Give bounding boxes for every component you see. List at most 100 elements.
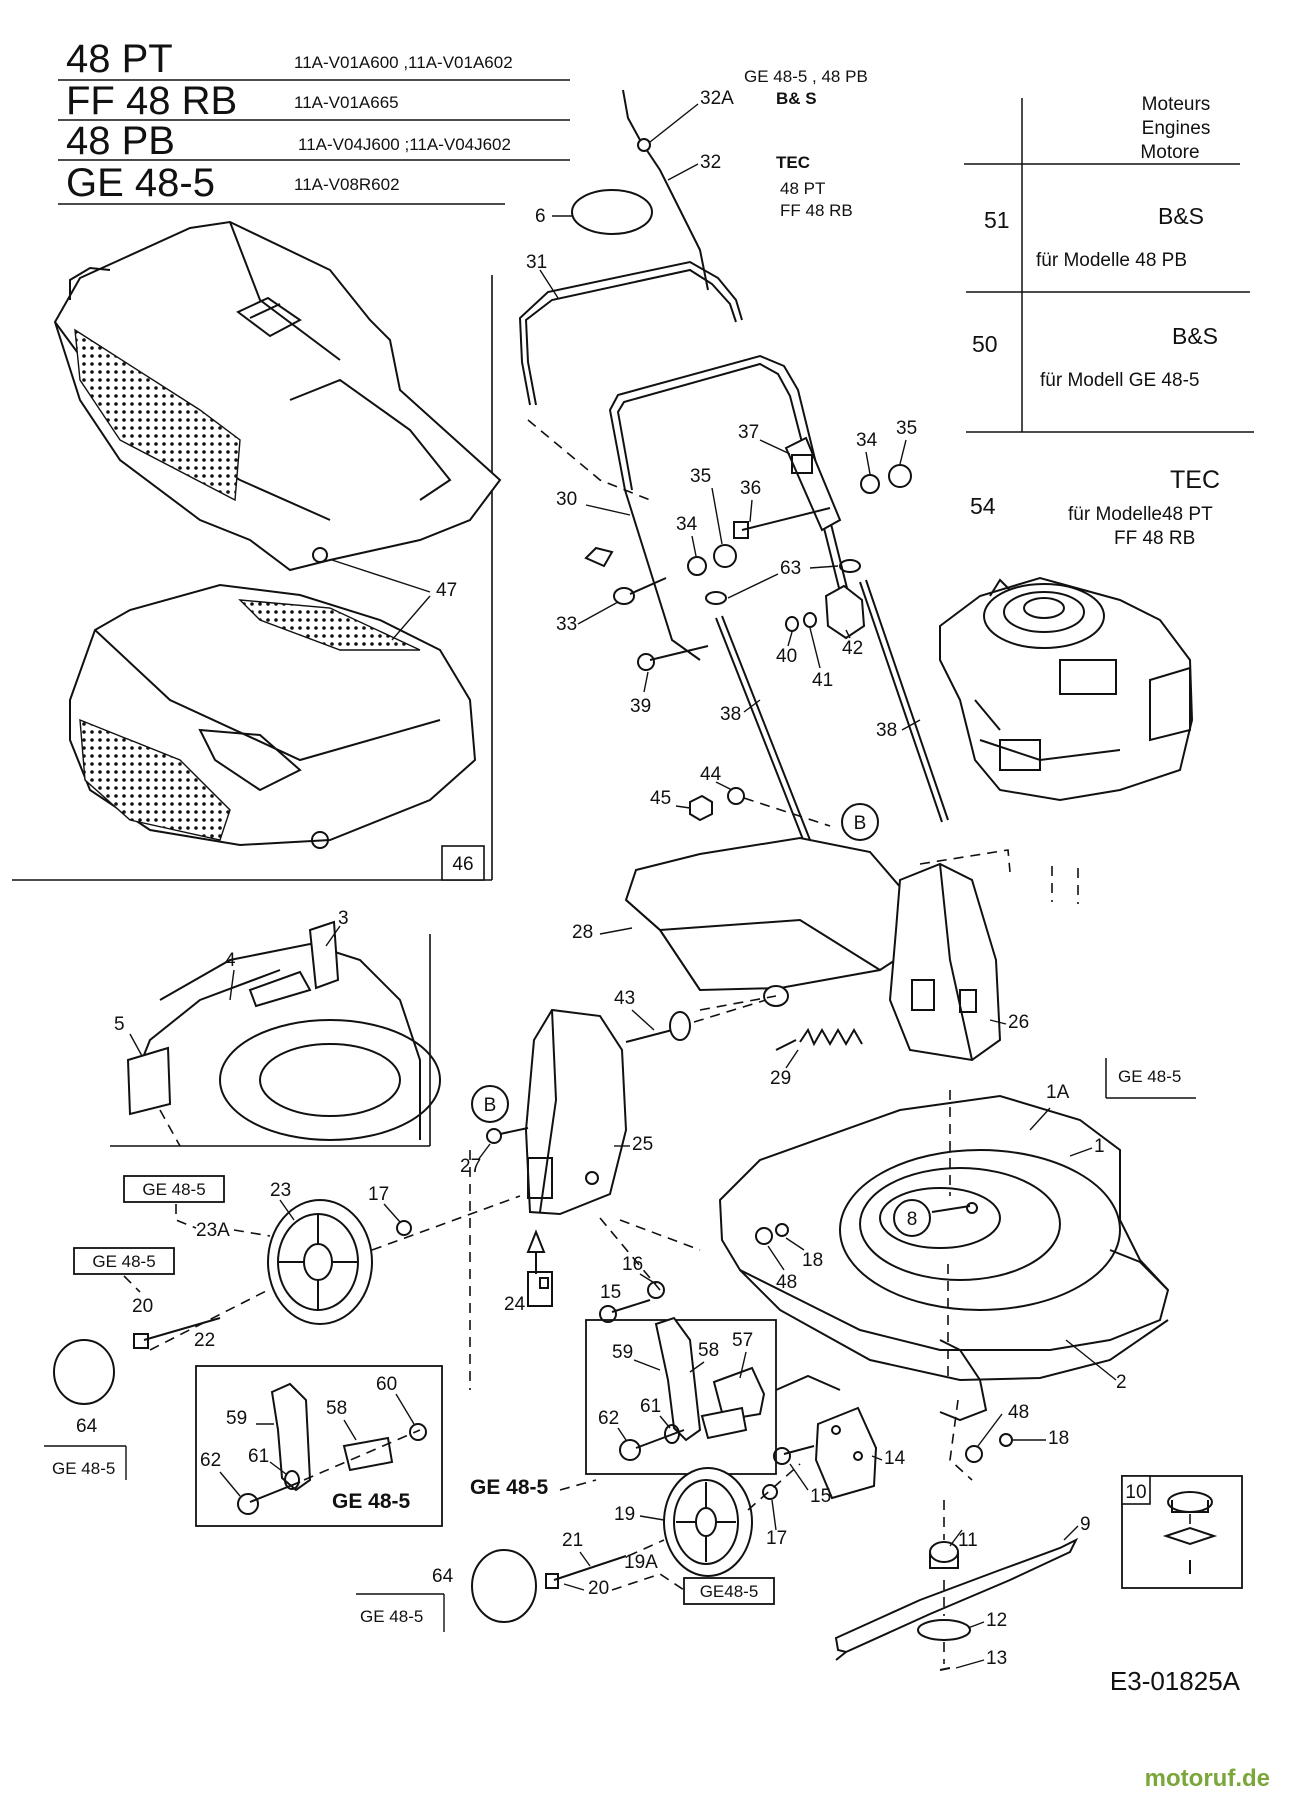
callout-41: 41 [812,670,833,691]
cable-notes: GE 48-5 , 48 PB B& S TEC 48 PT FF 48 RB [744,67,868,220]
callout-13: 13 [986,1648,1007,1669]
tag-ge-64-left: GE 48-5 [52,1459,115,1478]
callout-27: 27 [460,1156,481,1177]
callout-46: 46 [452,854,473,875]
front-wheel: 19 17 21 20 19A GE48-5 64 GE 48-5 [356,1463,801,1632]
callout-20-left: 20 [132,1296,153,1317]
callout-5: 5 [114,1014,125,1035]
callout-61-left: 61 [248,1446,269,1467]
engines-heading-en: Engines [1142,118,1211,139]
engine-row-50-num: 50 [972,331,998,357]
callout-1: 1 [1094,1136,1105,1157]
callout-60: 60 [376,1374,397,1395]
adapter-box-10: 10 [1121,1475,1243,1589]
callout-15-upper: 15 [600,1282,621,1303]
callout-35-right: 35 [896,418,917,439]
callout-48-upper: 48 [776,1272,797,1293]
callout-14: 14 [884,1448,906,1469]
tec-model-1: 48 PT [780,179,825,198]
codes-48pb: 11A-V04J600 ;11A-V04J602 [298,135,511,154]
callout-37: 37 [738,422,759,443]
model-ff48rb: FF 48 RB [66,79,237,123]
engine-row-51-note: für Modelle 48 PB [1036,250,1187,271]
callout-11: 11 [958,1530,978,1551]
callout-62-mid: 62 [598,1408,619,1429]
ge-kit-middle: 59 58 57 61 62 GE 48-5 [470,1316,841,1499]
callout-15-lower: 15 [810,1486,831,1507]
callout-23: 23 [270,1180,291,1201]
engine-row-54-note-2: FF 48 RB [1114,528,1195,549]
model-48pt: 48 PT [66,37,173,81]
callout-57: 57 [732,1330,753,1351]
bag-top-mesh [74,328,241,502]
callout-2: 2 [1116,1372,1127,1393]
callout-4: 4 [225,950,236,971]
engines-heading-it: Motore [1140,142,1199,163]
callout-30: 30 [556,489,577,510]
handle-assembly: 32A 32 6 31 30 37 34 35 [518,88,949,843]
callout-42: 42 [842,638,863,659]
callout-19A: 19A [624,1552,658,1573]
rear-flap: 28 29 26 GE 48-5 [572,836,1196,1099]
engine-row-54-brand: TEC [1170,466,1220,494]
rear-wheel-left: 23 17 [149,1150,521,1390]
blade-assembly: 11 9 12 13 [834,1500,1091,1671]
callout-48-lower: 48 [1008,1402,1029,1423]
tag-ge-kit-mid: GE 48-5 [470,1476,549,1499]
callout-17-left: 17 [368,1184,389,1205]
callout-31: 31 [526,252,547,273]
deflector-panel: 3 4 5 [110,908,441,1147]
callout-38-left: 38 [720,704,741,725]
engine-row-51-num: 51 [984,207,1010,233]
tec-model-2: FF 48 RB [780,201,853,220]
engine-row-50-note: für Modell GE 48-5 [1040,370,1199,391]
callout-63: 63 [780,558,801,579]
callout-24: 24 [504,1294,526,1315]
ref-b-lower: B [484,1095,497,1116]
callout-62-left: 62 [200,1450,221,1471]
callout-59-mid: 59 [612,1342,633,1363]
callout-25: 25 [632,1134,653,1155]
callout-32: 32 [700,152,721,173]
callout-32A: 32A [700,88,734,109]
callout-1A: 1A [1046,1082,1070,1103]
callout-34-left: 34 [676,514,698,535]
tag-ge-64-front: GE 48-5 [360,1607,423,1626]
hub-cap-front [471,1549,537,1623]
engine-row-51-brand: B&S [1158,203,1204,229]
diagram-id: E3-01825A [1110,1666,1241,1696]
callout-58-left: 58 [326,1398,347,1419]
ref-8: 8 [907,1209,918,1230]
engine-row-54-note-1: für Modelle48 PT [1068,504,1213,525]
tag-ge-kit-left: GE 48-5 [332,1490,411,1513]
rear-bracket: 25 43 B 27 24 16 15 [460,988,767,1323]
watermark: motoruf.de [1145,1765,1270,1792]
callout-16: 16 [622,1254,643,1275]
callout-29: 29 [770,1068,791,1089]
callout-43: 43 [614,988,635,1009]
callout-64-left: 64 [76,1416,98,1437]
tag-ge-23: GE 48-5 [142,1180,205,1199]
callout-23A: 23A [196,1220,230,1241]
engines-table: Moteurs Engines Motore 51 B&S für Modell… [964,94,1254,549]
ref-b-upper: B [854,813,867,834]
callout-40: 40 [776,646,797,667]
callout-58-mid: 58 [698,1340,719,1361]
model-48pb: 48 PB [66,119,175,163]
model-ge485: GE 48-5 [66,161,215,205]
callout-38-right: 38 [876,720,897,741]
codes-ge485: 11A-V08R602 [294,175,400,194]
callout-22: 22 [194,1330,215,1351]
model-header: 48 PT 11A-V01A600 ,11A-V01A602 FF 48 RB … [58,37,570,205]
callout-44: 44 [700,764,722,785]
callout-6: 6 [535,206,546,227]
callout-21: 21 [562,1530,583,1551]
ge-kit-left: 59 58 60 61 62 GE 48-5 [195,1365,443,1527]
callout-12: 12 [986,1610,1007,1631]
callout-20-front: 20 [588,1578,609,1599]
callout-18-lower: 18 [1048,1428,1069,1449]
ge-tags-left: GE 48-5 23A GE 48-5 20 22 64 GE 48-5 [44,1175,271,1480]
callout-28: 28 [572,922,593,943]
grass-bag-panel: 46 47 [12,220,502,881]
